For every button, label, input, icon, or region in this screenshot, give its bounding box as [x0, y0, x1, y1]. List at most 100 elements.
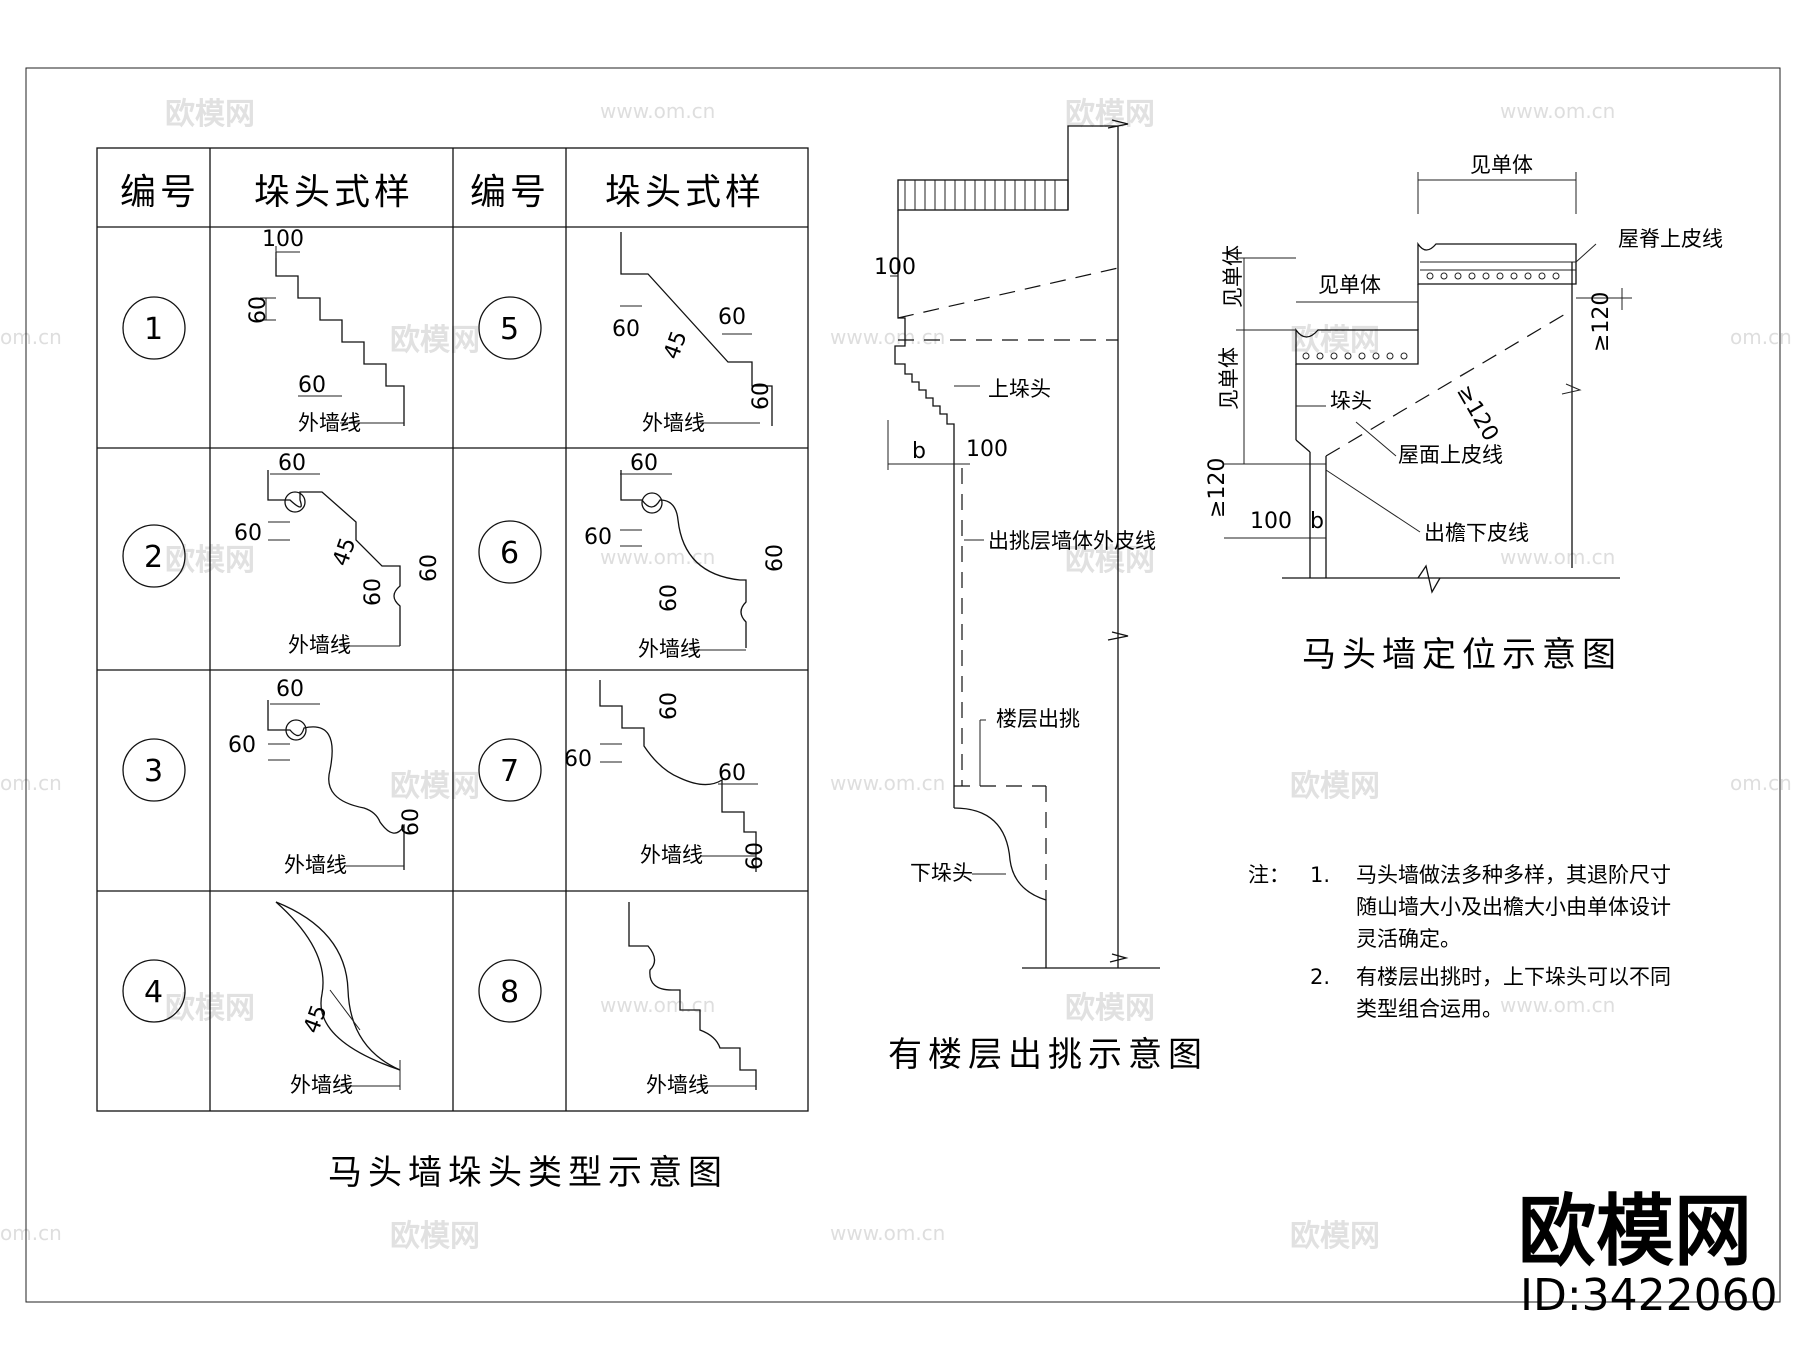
- wall-line-label: 外墙线: [646, 1073, 709, 1097]
- dim-label: 60: [584, 525, 612, 550]
- dim-label: 45: [299, 1002, 332, 1037]
- wall-line-label: 外墙线: [298, 411, 361, 435]
- dim-label: 60: [246, 296, 271, 324]
- note-text: 有楼层出挑时，上下垛头可以不同: [1356, 965, 1671, 989]
- watermark: 欧模网: [1290, 323, 1380, 358]
- watermark-url: om.cn: [0, 1221, 62, 1245]
- watermark-url: www.om.cn: [600, 99, 715, 123]
- dim-label: 60: [298, 373, 326, 398]
- note-text: 随山墙大小及出檐大小由单体设计: [1356, 895, 1671, 919]
- brand-name: 欧模网: [1518, 1187, 1752, 1277]
- watermark-url: om.cn: [1730, 325, 1792, 349]
- floor-overhang-label: 楼层出挑: [996, 707, 1080, 731]
- dim-label: 60: [564, 747, 592, 772]
- watermark-url: www.om.cn: [830, 1221, 945, 1245]
- note-number: 1.: [1310, 863, 1330, 887]
- dim-label: ≥120: [1205, 458, 1230, 518]
- note-text: 马头墙做法多种多样，其退阶尺寸: [1356, 863, 1671, 887]
- brand-id: ID:3422060: [1520, 1270, 1778, 1321]
- dim-label: 60: [630, 451, 658, 476]
- lower-duotou-label: 下垛头: [910, 861, 973, 885]
- watermark: 欧模网: [1065, 991, 1155, 1026]
- type-number: 7: [500, 754, 519, 789]
- profile-type-1: 100 60 60 外墙线: [246, 227, 405, 435]
- dim-label: 60: [278, 451, 306, 476]
- eave-line-label: 出檐下皮线: [1424, 521, 1529, 545]
- watermark-url: www.om.cn: [830, 771, 945, 795]
- profile-type-7: 60 60 60 60 外墙线: [564, 680, 768, 872]
- see-single-label: 见单体: [1221, 245, 1245, 308]
- notes-block: 注： 1. 马头墙做法多种多样，其退阶尺寸 随山墙大小及出檐大小由单体设计 灵活…: [1248, 863, 1671, 1021]
- type-number: 5: [500, 312, 519, 347]
- overhang-diagram: 100 上垛头 b 100 出挑层墙体外皮线 楼层出挑 下垛头 有楼层出挑示意图: [874, 119, 1208, 1075]
- col-number-header: 编号: [470, 172, 550, 213]
- watermark: 欧模网: [390, 769, 480, 804]
- dim-label: 60: [718, 305, 746, 330]
- type-number: 2: [144, 540, 163, 575]
- wall-line-label: 外墙线: [638, 637, 701, 661]
- brand-stamp: 欧模网 ID:3422060: [1518, 1187, 1778, 1321]
- watermark-layer: 欧模网 www.om.cn 欧模网 www.om.cn om.cn 欧模网 ww…: [0, 97, 1792, 1254]
- dim-label: 60: [276, 677, 304, 702]
- watermark-url: www.om.cn: [830, 325, 945, 349]
- dim-label: 60: [749, 382, 774, 410]
- watermark-url: www.om.cn: [1500, 545, 1615, 569]
- dim-label: 60: [657, 692, 682, 720]
- type-number: 3: [144, 754, 163, 789]
- dim-label: 45: [659, 328, 692, 363]
- dim-label: 60: [399, 808, 424, 836]
- dim-label: 60: [718, 761, 746, 786]
- watermark-url: www.om.cn: [1500, 99, 1615, 123]
- watermark-url: www.om.cn: [600, 545, 715, 569]
- wall-line-label: 外墙线: [284, 853, 347, 877]
- overhang-title: 有楼层出挑示意图: [888, 1035, 1208, 1075]
- duotou-label: 垛头: [1330, 389, 1372, 413]
- duotou-type-table: 编号 垛头式样 编号 垛头式样 1 2 3 4 5 6 7 8 100 60 6…: [96, 147, 809, 1193]
- type-number: 4: [144, 975, 163, 1010]
- positioning-diagram: 见单体 屋脊上皮线 见单体 见单体 见单体 ≥120: [1205, 153, 1723, 675]
- ridge-line-label: 屋脊上皮线: [1618, 227, 1723, 251]
- dim-label: 60: [657, 584, 682, 612]
- note-text: 类型组合运用。: [1356, 997, 1503, 1021]
- profile-type-5: 60 45 60 60 外墙线: [612, 232, 774, 435]
- sheet-frame: [25, 67, 1781, 1303]
- dim-label: 100: [262, 227, 304, 252]
- watermark: 欧模网: [390, 1219, 480, 1254]
- note-number: 2.: [1310, 965, 1330, 989]
- profile-type-2: 60 60 45 60 60 外墙线: [234, 451, 442, 657]
- see-single-label: 见单体: [1470, 153, 1533, 177]
- notes-label: 注：: [1248, 863, 1290, 887]
- profile-type-4: 45 外墙线: [275, 901, 401, 1097]
- outer-skin-label: 出挑层墙体外皮线: [988, 529, 1156, 553]
- watermark: 欧模网: [1065, 97, 1155, 132]
- wall-line-label: 外墙线: [642, 411, 705, 435]
- see-single-label: 见单体: [1318, 273, 1381, 297]
- dim-label: 60: [361, 578, 386, 606]
- watermark: 欧模网: [390, 323, 480, 358]
- type-number: 1: [144, 312, 163, 347]
- watermark: 欧模网: [1290, 769, 1380, 804]
- dim-label: 60: [234, 521, 262, 546]
- dim-label: ≥120: [1589, 292, 1614, 352]
- dim-label: 60: [417, 554, 442, 582]
- watermark: 欧模网: [1065, 543, 1155, 578]
- col-style-header: 垛头式样: [605, 172, 765, 213]
- table-title: 马头墙垛头类型示意图: [328, 1153, 728, 1193]
- watermark-url: www.om.cn: [1500, 993, 1615, 1017]
- watermark-url: www.om.cn: [600, 993, 715, 1017]
- dim-b-label: b: [1310, 509, 1324, 534]
- upper-duotou-label: 上垛头: [988, 377, 1051, 401]
- watermark-url: om.cn: [0, 771, 62, 795]
- watermark: 欧模网: [1290, 1219, 1380, 1254]
- dim-label: 100: [966, 437, 1008, 462]
- dim-b-label: b: [912, 439, 926, 464]
- col-style-header: 垛头式样: [254, 172, 414, 213]
- dim-label: 60: [612, 317, 640, 342]
- watermark-url: om.cn: [1730, 771, 1792, 795]
- dim-label: ≥120: [1451, 381, 1503, 446]
- dim-label: 100: [874, 255, 916, 280]
- dim-label: 60: [228, 733, 256, 758]
- wall-line-label: 外墙线: [288, 633, 351, 657]
- positioning-title: 马头墙定位示意图: [1302, 635, 1622, 675]
